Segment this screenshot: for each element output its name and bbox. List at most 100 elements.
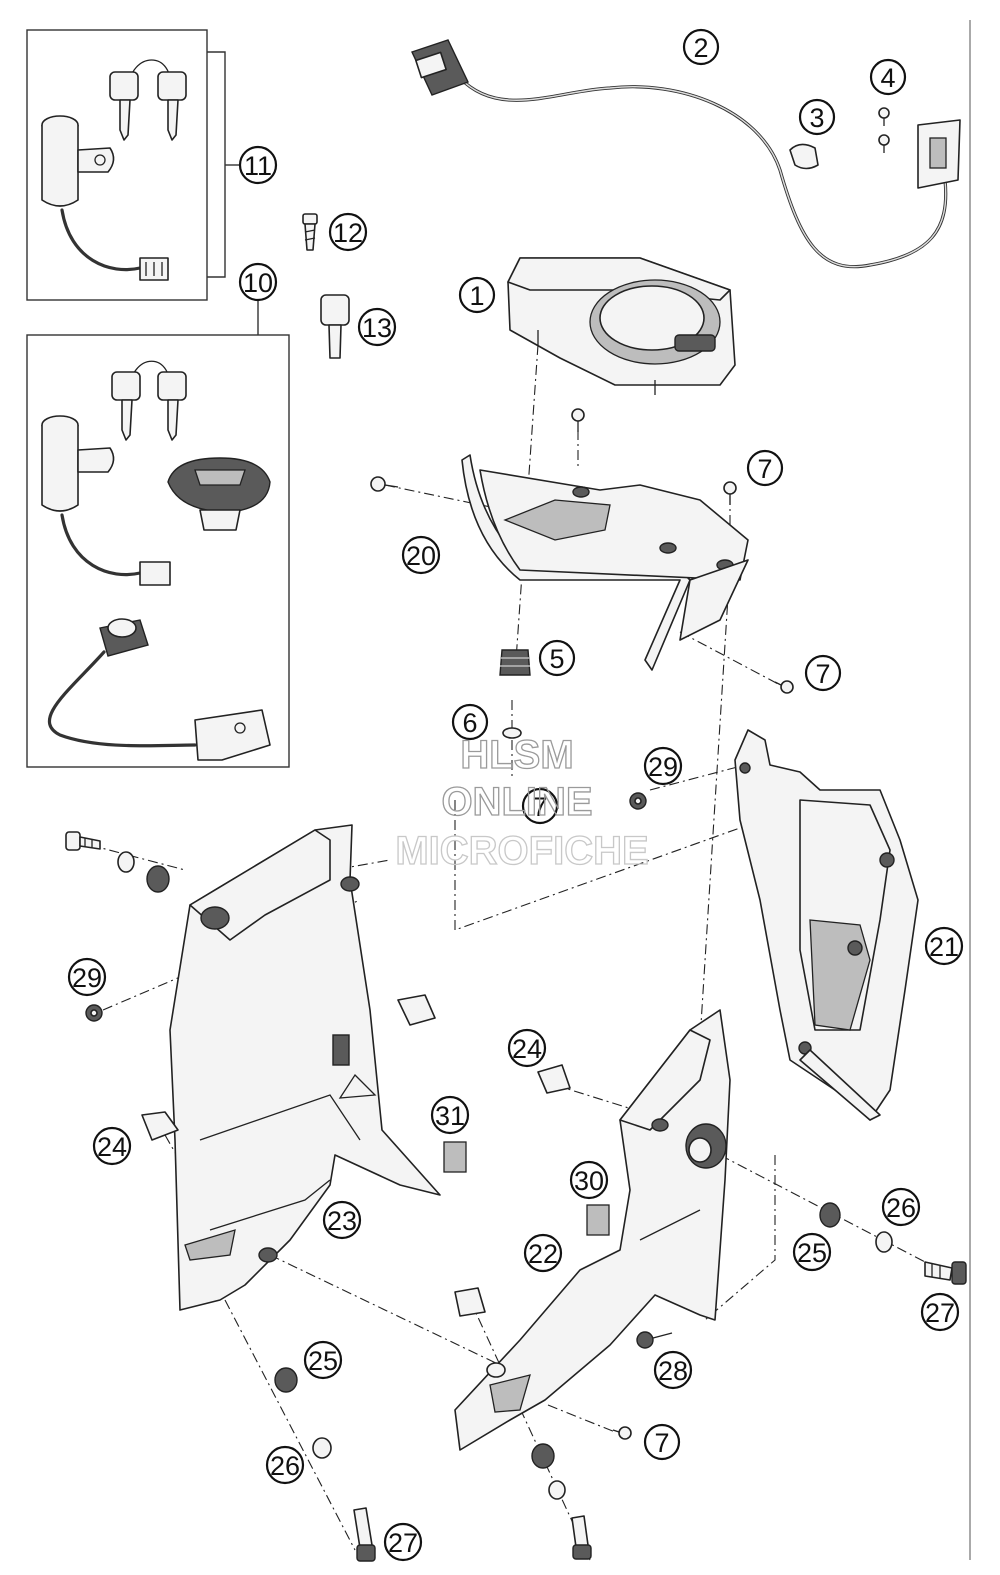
svg-text:12: 12 xyxy=(333,218,363,248)
screw-part-7-top xyxy=(571,408,585,432)
callout-10: 10 xyxy=(238,262,278,302)
screw-part-7-mid xyxy=(774,680,794,694)
grommet-part-25-left xyxy=(274,1367,298,1393)
callout-20: 20 xyxy=(401,535,441,575)
sensor-part-4 xyxy=(878,107,961,189)
callout-30: 30 xyxy=(569,1160,609,1200)
callout-13: 13 xyxy=(357,307,397,347)
ignition-lock-part-11 xyxy=(41,59,187,281)
holder-part-20 xyxy=(461,454,749,671)
callout-29-right: 29 xyxy=(643,746,683,786)
screw-part-12 xyxy=(302,213,318,251)
callout-7-center: 7 xyxy=(521,787,559,825)
clip-part-24-bottom xyxy=(454,1287,486,1317)
callout-25-right: 25 xyxy=(792,1232,832,1272)
svg-text:26: 26 xyxy=(270,1451,300,1481)
svg-text:29: 29 xyxy=(72,963,102,993)
callout-22: 22 xyxy=(523,1233,563,1273)
watermark-line-2: ONLINE xyxy=(441,780,592,824)
svg-text:21: 21 xyxy=(929,932,959,962)
screw-part-27-right xyxy=(924,1261,967,1285)
svg-text:28: 28 xyxy=(658,1356,688,1386)
svg-text:24: 24 xyxy=(97,1132,127,1162)
svg-text:26: 26 xyxy=(886,1193,916,1223)
watermark-line-1: HLSM xyxy=(460,733,573,777)
svg-text:6: 6 xyxy=(462,708,477,738)
svg-text:27: 27 xyxy=(388,1528,418,1558)
svg-text:31: 31 xyxy=(435,1101,465,1131)
callout-31: 31 xyxy=(430,1095,470,1135)
callout-21: 21 xyxy=(924,926,964,966)
svg-text:30: 30 xyxy=(574,1166,604,1196)
screw-part-27-left xyxy=(353,1507,376,1562)
svg-text:29: 29 xyxy=(648,752,678,782)
pad-part-31 xyxy=(443,1141,467,1173)
svg-text:24: 24 xyxy=(512,1034,542,1064)
callout-27-right: 27 xyxy=(920,1292,960,1332)
callout-29-left: 29 xyxy=(67,957,107,997)
svg-text:4: 4 xyxy=(880,63,895,93)
svg-text:7: 7 xyxy=(815,659,830,689)
clip-part-24-right xyxy=(537,1064,571,1094)
svg-text:23: 23 xyxy=(327,1206,357,1236)
callout-12: 12 xyxy=(328,212,368,252)
svg-text:25: 25 xyxy=(797,1238,827,1268)
callout-7-bottom: 7 xyxy=(643,1423,681,1461)
washer-part-6 xyxy=(502,727,522,739)
washer-part-26-right xyxy=(875,1231,893,1253)
callout-28: 28 xyxy=(653,1350,693,1390)
fairing-part-22 xyxy=(454,1009,731,1451)
svg-text:20: 20 xyxy=(406,541,436,571)
fairing-part-21 xyxy=(734,729,919,1121)
pad-part-30 xyxy=(586,1204,610,1236)
callout-26-left: 26 xyxy=(265,1445,305,1485)
nut-part-29-right xyxy=(629,792,647,810)
screw-part-7-right xyxy=(723,481,737,505)
svg-text:7: 7 xyxy=(654,1428,669,1458)
callout-7-top: 7 xyxy=(746,449,784,487)
svg-text:13: 13 xyxy=(362,313,392,343)
sensor-cable-part-2 xyxy=(411,39,948,269)
screw-left-holder xyxy=(370,476,399,492)
svg-text:11: 11 xyxy=(244,151,272,181)
svg-text:22: 22 xyxy=(528,1239,558,1269)
nut-part-29-left xyxy=(85,1004,103,1022)
callout-4: 4 xyxy=(869,58,907,96)
grommet-bottom-center xyxy=(531,1443,592,1560)
grommet-part-5 xyxy=(499,649,531,676)
callout-27-left: 27 xyxy=(383,1522,423,1562)
callout-23: 23 xyxy=(322,1200,362,1240)
callout-24-left: 24 xyxy=(92,1126,132,1166)
kit-box-10 xyxy=(26,334,290,768)
svg-text:1: 1 xyxy=(469,281,484,311)
clip-part-3 xyxy=(789,143,819,170)
svg-text:7: 7 xyxy=(757,454,772,484)
callout-5: 5 xyxy=(538,639,576,677)
svg-text:7: 7 xyxy=(532,792,547,822)
callout-2: 2 xyxy=(682,28,720,66)
svg-text:25: 25 xyxy=(308,1346,338,1376)
key-part-13 xyxy=(320,294,350,359)
clip-part-24-left xyxy=(141,1111,179,1141)
svg-text:10: 10 xyxy=(243,268,273,298)
callout-11: 11 xyxy=(238,145,278,185)
kit-bracket-11 xyxy=(207,51,226,278)
callout-24-right: 24 xyxy=(507,1028,547,1068)
speedometer-part-1 xyxy=(507,257,736,395)
svg-text:3: 3 xyxy=(809,103,824,133)
callout-26-right: 26 xyxy=(881,1187,921,1227)
svg-text:5: 5 xyxy=(549,644,564,674)
svg-text:27: 27 xyxy=(925,1298,955,1328)
screw-part-7-bottom xyxy=(612,1426,632,1440)
washer-part-26-left xyxy=(312,1437,332,1459)
grommet-part-25-right xyxy=(819,1202,841,1228)
callout-7-mid: 7 xyxy=(804,654,842,692)
clip-part-24-upper xyxy=(397,994,436,1026)
callout-1: 1 xyxy=(458,276,496,314)
lock-set-part-10 xyxy=(41,360,271,761)
callout-3: 3 xyxy=(798,98,836,136)
fairing-part-23 xyxy=(169,824,441,1311)
callout-6: 6 xyxy=(451,703,489,741)
watermark: HLSM ONLINE MICROFICHE xyxy=(395,732,650,873)
